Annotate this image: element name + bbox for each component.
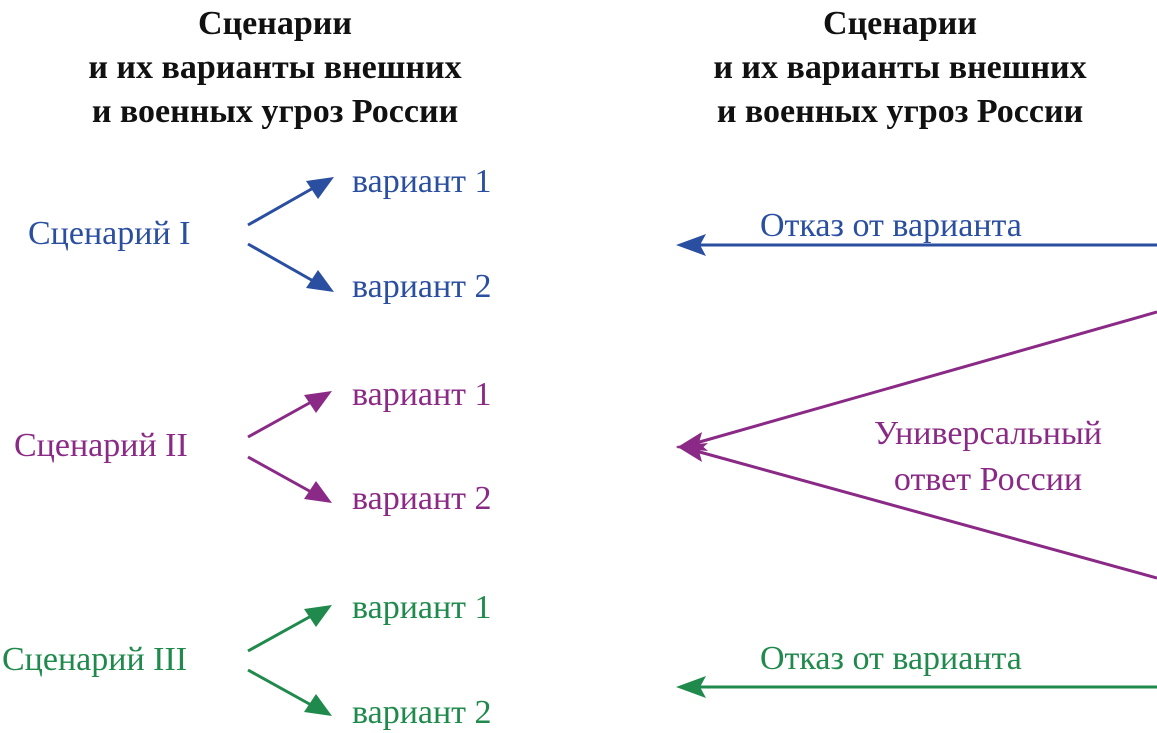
right-title-line-1: Сценарии (823, 5, 977, 42)
scenario-3-label: Сценарий III (2, 641, 188, 678)
scenario-1-arrows (247, 177, 334, 292)
left-title-line-1: Сценарии (198, 5, 352, 42)
response-middle-arrows (676, 310, 1157, 580)
scenario-1-variant-1: вариант 1 (352, 163, 492, 200)
left-title-line-2: и их варианты внешних (88, 49, 462, 86)
scenario-2-variant-1: вариант 1 (352, 376, 492, 413)
response-middle-arrowhead-lower (676, 443, 708, 462)
response-top-label: Отказ от варианта (760, 207, 1022, 244)
response-top-arrowhead (676, 234, 706, 256)
scenario-1-label: Сценарий I (28, 215, 191, 252)
scenario-3-arrows (247, 605, 332, 716)
left-title: Сценарии и их варианты внешних и военных… (15, 2, 535, 134)
scenario-3-variant-2: вариант 2 (352, 694, 492, 731)
response-top-arrow (676, 234, 1157, 256)
scenario-3-arrow-down (247, 668, 314, 708)
scenario-3-variant-1: вариант 1 (352, 589, 492, 626)
scenario-3-arrowhead-up (304, 605, 332, 627)
response-bottom-arrowhead (676, 676, 706, 698)
scenario-2-arrowhead-up (304, 391, 332, 413)
scenario-2-label: Сценарий II (14, 427, 188, 464)
scenario-1-arrowhead-down (306, 270, 334, 292)
response-middle-label: Универсальный ответ России (828, 411, 1148, 503)
left-title-line-3: и военных угроз России (91, 93, 459, 130)
scenario-2-arrows (247, 391, 332, 503)
scenario-2-variant-2: вариант 2 (352, 480, 492, 517)
scenario-1-variant-2: вариант 2 (352, 268, 492, 305)
response-bottom-label: Отказ от варианта (760, 640, 1022, 677)
scenario-3-arrow-up (247, 613, 314, 653)
scenario-2-arrow-down (247, 455, 314, 495)
scenario-2-arrow-up (247, 399, 314, 439)
scenario-3-arrowhead-down (304, 694, 332, 716)
scenario-1-arrowhead-up (306, 177, 334, 199)
scenario-1-arrow-up (247, 185, 316, 227)
response-middle-label-line-1: Универсальный (873, 415, 1103, 452)
response-bottom-arrow (676, 676, 1157, 698)
right-title-line-3: и военных угроз России (716, 93, 1084, 130)
scenario-1-arrow-down (247, 242, 316, 284)
scenario-2-arrowhead-down (304, 481, 332, 503)
right-title-line-2: и их варианты внешних (713, 49, 1087, 86)
response-middle-label-line-2: ответ России (893, 461, 1083, 498)
right-title: Сценарии и их варианты внешних и военных… (640, 2, 1157, 134)
